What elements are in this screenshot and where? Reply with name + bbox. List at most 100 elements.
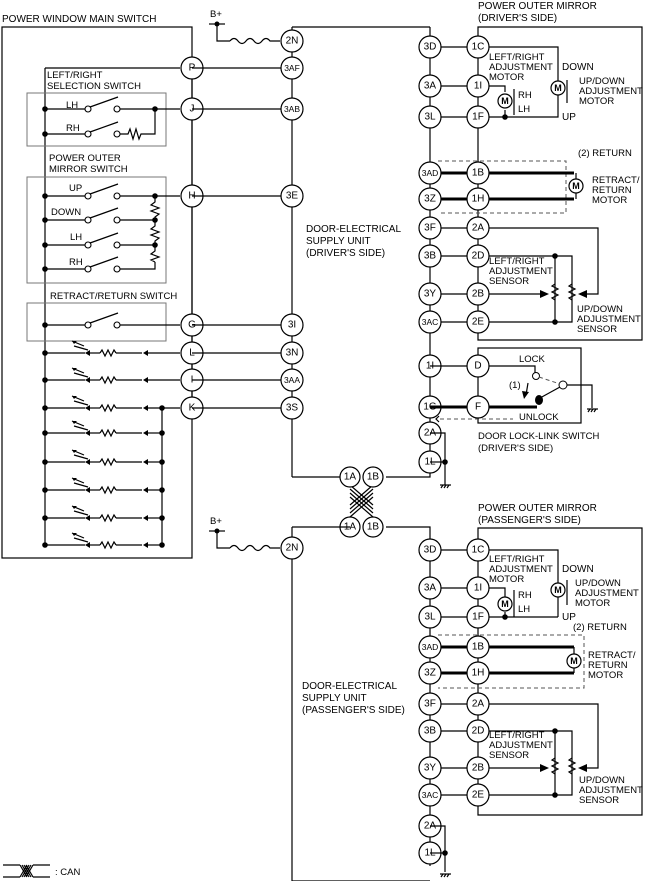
connector-desu-drv-3ac: 3AC	[418, 310, 442, 334]
svg-text:DOWN: DOWN	[562, 564, 594, 575]
fuse-icon-pas	[229, 544, 280, 552]
bplus-label-pas: B+	[210, 516, 222, 527]
mirror-drv-box	[477, 26, 643, 341]
connector-can-pas-1b: 1B	[362, 516, 384, 538]
connector-mirror-drv-1i: 1I	[466, 74, 490, 98]
mirror-switch-contacts	[45, 183, 180, 273]
svg-text:ADJUSTMENT: ADJUSTMENT	[489, 266, 553, 277]
connector-desu-drv-3a: 3A	[418, 74, 442, 98]
desu-drv-label-1: DOOR-ELECTRICAL	[306, 224, 401, 235]
svg-text:LEFT/RIGHT: LEFT/RIGHT	[489, 554, 545, 565]
svg-text:DOOR LOCK-LINK SWITCH: DOOR LOCK-LINK SWITCH	[478, 431, 600, 442]
mirror-pas-title-1: POWER OUTER MIRROR	[478, 503, 597, 514]
svg-text:MOTOR: MOTOR	[489, 574, 524, 585]
connector-desu-drv-3ab-label: 3AB	[284, 104, 300, 114]
lh-selection-switch	[45, 96, 180, 113]
mirror-switch-box	[26, 176, 167, 284]
illumination-led-row	[42, 449, 165, 467]
connector-desu-pas-3ad: 3AD	[418, 635, 442, 659]
svg-text:SENSOR: SENSOR	[579, 795, 619, 806]
svg-text:UP: UP	[562, 112, 576, 123]
connector-lock-d: D	[466, 354, 490, 378]
connector-mirror-pas-1b-label: 1B	[472, 642, 485, 653]
illumination-led-row	[42, 340, 180, 358]
ground-icon-drv	[440, 484, 451, 489]
svg-text:(1): (1)	[509, 380, 521, 391]
svg-text:LH: LH	[518, 604, 530, 615]
connector-desu-drv-3ab: 3AB	[280, 97, 304, 121]
connector-mirror-drv-1i-label: 1I	[474, 81, 482, 92]
lr-selection-label-2: SELECTION SWITCH	[47, 81, 141, 92]
connector-desu-drv-3s-label: 3S	[286, 403, 299, 414]
connector-desu-drv-3l: 3L	[418, 105, 442, 129]
connector-mirror-drv-1c-label: 1C	[472, 42, 485, 53]
ground-icon-pas	[440, 873, 451, 878]
svg-text:UP/DOWN: UP/DOWN	[575, 578, 621, 589]
connector-desu-drv-3b: 3B	[418, 244, 442, 268]
illumination-led-row	[42, 367, 180, 385]
svg-text:RH: RH	[518, 90, 532, 101]
svg-text:SENSOR: SENSOR	[489, 750, 529, 761]
svg-text:UNLOCK: UNLOCK	[519, 412, 559, 423]
retract-return-motor-drv: M	[568, 178, 584, 194]
down-label: DOWN	[51, 207, 81, 218]
illumination-led-rows	[42, 340, 180, 550]
connector-desu-pas-2n: 2N	[280, 536, 304, 560]
connector-mirror-pas-2e: 2E	[466, 783, 490, 807]
svg-text:RETRACT/: RETRACT/	[588, 650, 636, 661]
connector-desu-drv-3ac-label: 3AC	[422, 317, 439, 327]
connector-mirror-drv-1b-label: 1B	[472, 168, 485, 179]
illumination-led-row	[42, 420, 165, 438]
connector-desu-pas-2n-label: 2N	[286, 543, 299, 554]
connector-desu-drv-3y: 3Y	[418, 282, 442, 306]
svg-text:LEFT/RIGHT: LEFT/RIGHT	[489, 730, 545, 741]
connector-desu-drv-3af-label: 3AF	[284, 63, 300, 73]
illumination-led-row	[42, 395, 180, 413]
retract-switch-box	[26, 302, 167, 342]
can-legend: : CAN	[3, 864, 80, 878]
ud-adjustment-motor-drv: M	[550, 80, 566, 96]
lr-adjustment-motor-pas: M	[497, 596, 513, 612]
ud-sensor-resistor-drv	[567, 283, 577, 301]
mirror-switch-label-1: POWER OUTER	[49, 153, 121, 164]
connector-mirror-drv-2d: 2D	[466, 244, 490, 268]
desu-drv-label-3: (DRIVER'S SIDE)	[306, 248, 385, 259]
up-label: UP	[69, 183, 82, 194]
svg-text:ADJUSTMENT: ADJUSTMENT	[575, 588, 639, 599]
connector-lock-f-label: F	[475, 402, 481, 413]
connector-mirror-drv-1c: 1C	[466, 35, 490, 59]
svg-text:RH: RH	[518, 590, 532, 601]
connector-mirror-pas-2a: 2A	[466, 692, 490, 716]
connector-mirror-drv-2e: 2E	[466, 310, 490, 334]
mirror-pas-title-2: (PASSENGER'S SIDE)	[478, 515, 581, 526]
connector-mirror-pas-2d-label: 2D	[472, 726, 485, 737]
svg-text:LEFT/RIGHT: LEFT/RIGHT	[489, 52, 545, 63]
svg-text:SENSOR: SENSOR	[489, 276, 529, 287]
svg-text:M: M	[554, 585, 562, 595]
svg-text:ADJUSTMENT: ADJUSTMENT	[577, 314, 641, 325]
connector-mirror-pas-2e-label: 2E	[472, 790, 485, 801]
connector-mirror-pas-1i-label: 1I	[474, 583, 482, 594]
retract-switch-label: RETRACT/RETURN SWITCH	[50, 291, 177, 302]
connector-mirror-pas-1f: 1F	[466, 605, 490, 629]
lr-selection-switch-box	[26, 92, 167, 147]
connector-can-pas-1b-label: 1B	[367, 522, 380, 533]
lh-label-2: LH	[70, 232, 82, 243]
illumination-led-row	[42, 477, 165, 495]
svg-text:RETURN: RETURN	[592, 185, 632, 196]
svg-text:LH: LH	[518, 104, 530, 115]
retract-return-motor-pas: M	[566, 653, 582, 669]
svg-text:M: M	[501, 96, 509, 106]
svg-text:(DRIVER'S SIDE): (DRIVER'S SIDE)	[478, 443, 553, 454]
connector-mirror-drv-1f: 1F	[466, 105, 490, 129]
connector-mirror-pas-1c-label: 1C	[472, 545, 485, 556]
connector-mirror-pas-1b: 1B	[466, 635, 490, 659]
connector-desu-drv-3d-label: 3D	[424, 42, 437, 53]
svg-text:UP/DOWN: UP/DOWN	[577, 304, 623, 315]
connector-mirror-pas-2b-label: 2B	[472, 763, 485, 774]
connector-desu-drv-3l-label: 3L	[424, 112, 436, 123]
connector-desu-drv-3n: 3N	[280, 341, 304, 365]
lr-selection-label-1: LEFT/RIGHT	[47, 70, 103, 81]
connector-desu-pas-3l: 3L	[418, 605, 442, 629]
